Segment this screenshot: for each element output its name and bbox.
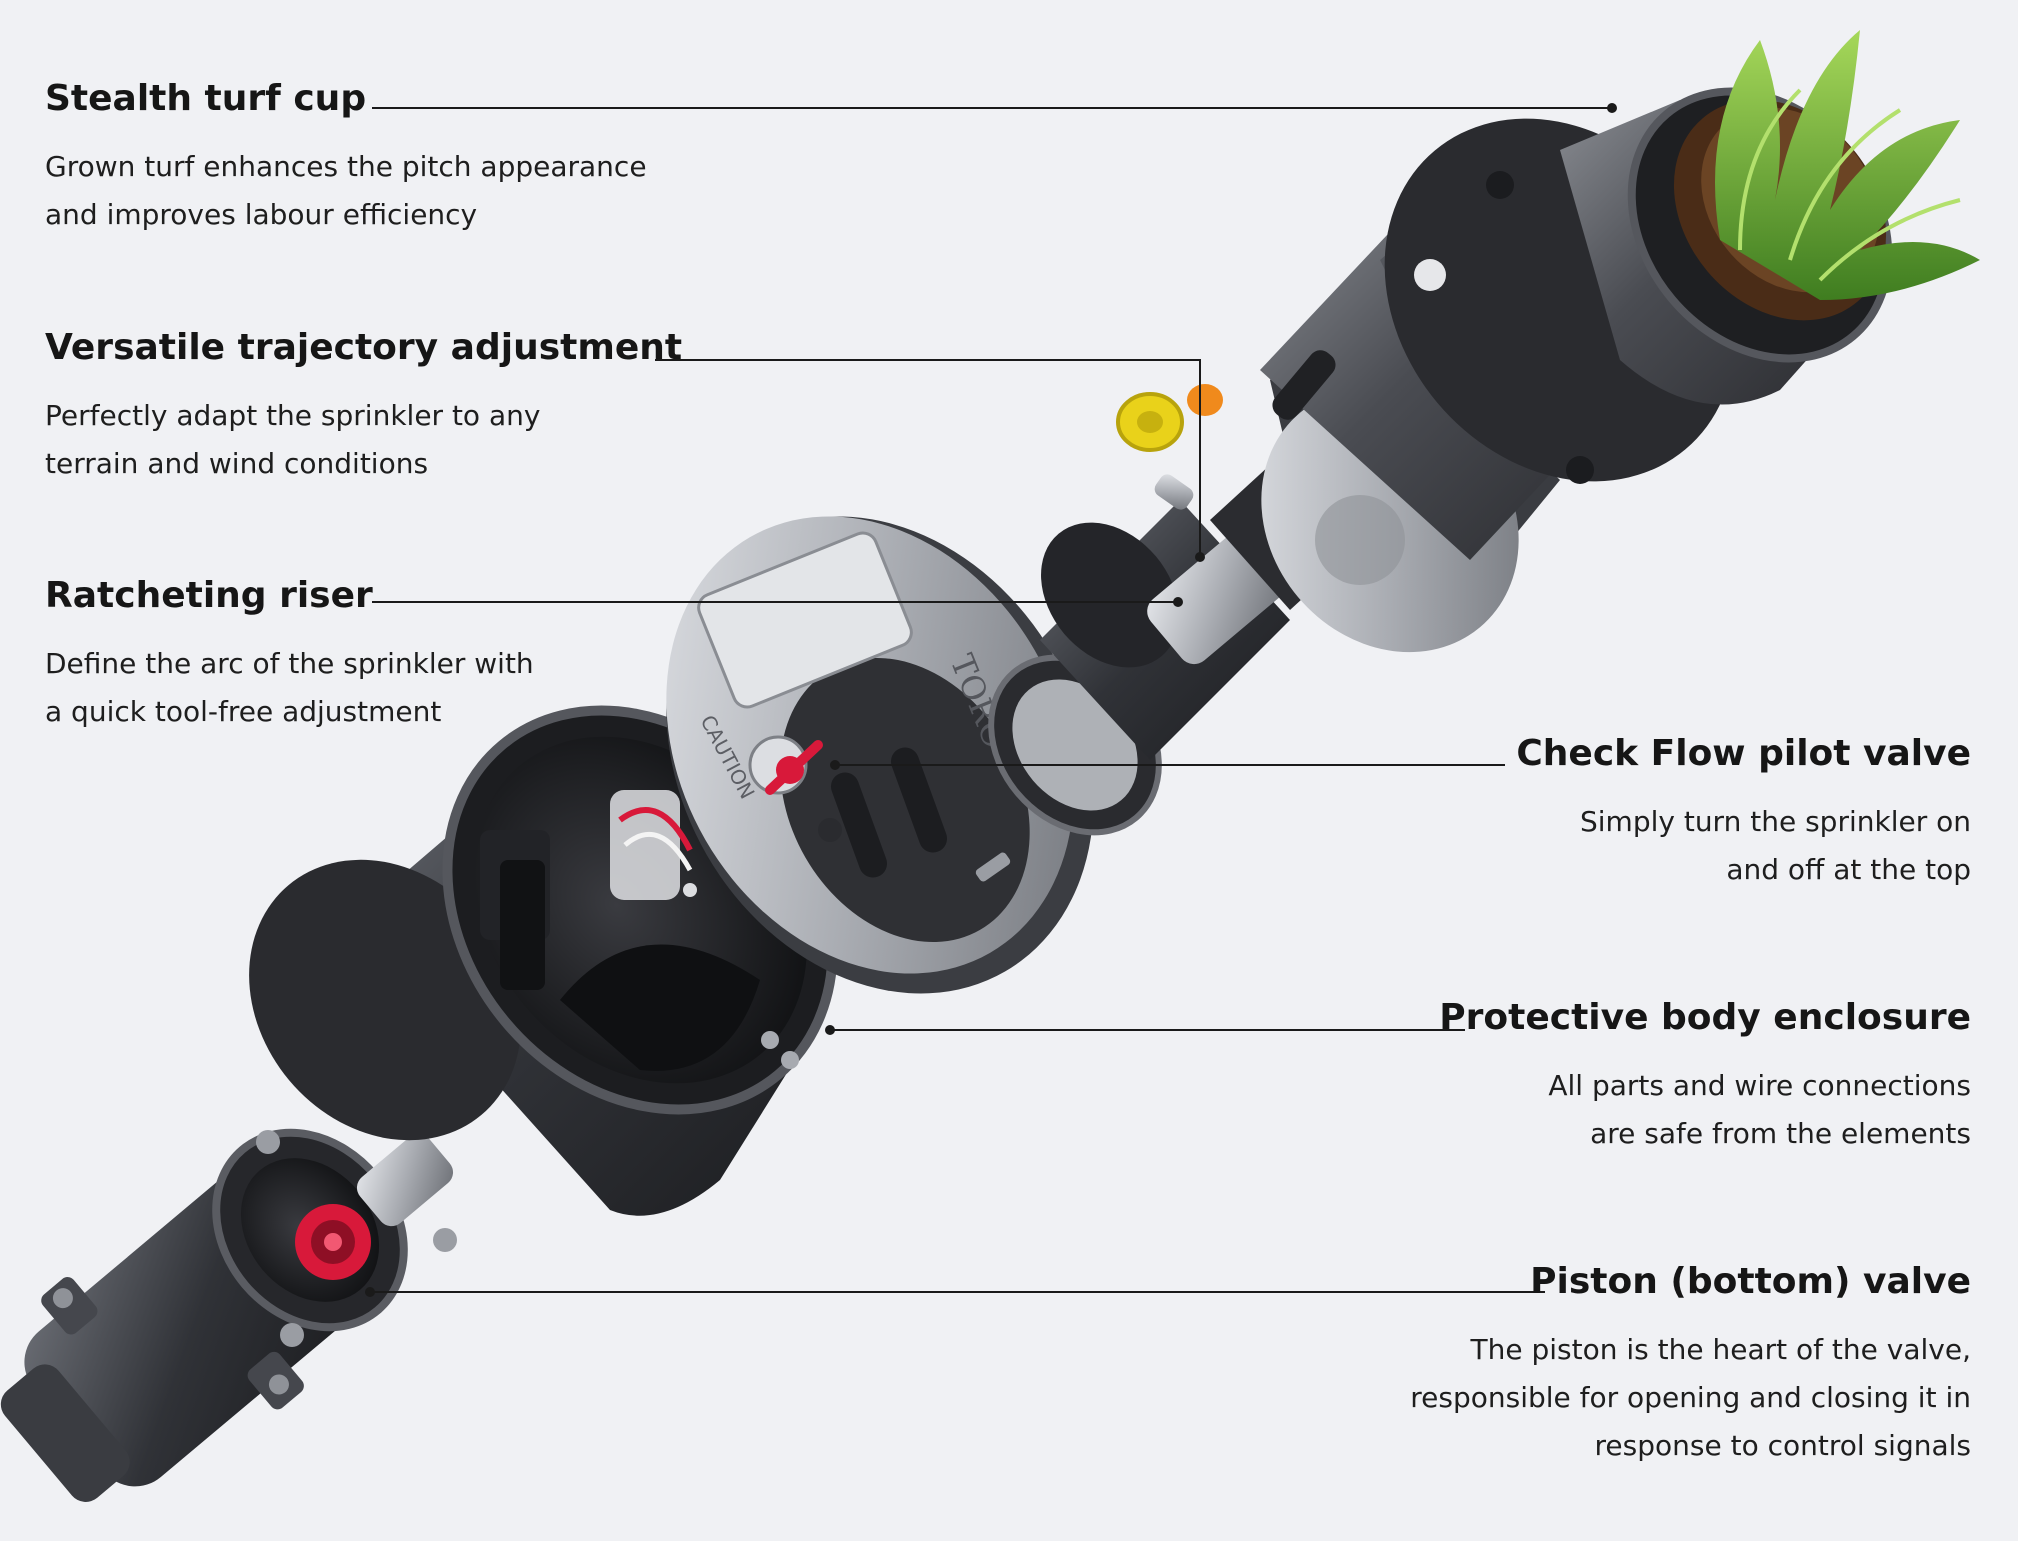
piston-valve-assembly xyxy=(0,1128,457,1502)
callout-trajectory-adjustment: Versatile trajectory adjustment Perfectl… xyxy=(45,326,745,488)
leader-line-stealth-turf-cup xyxy=(372,103,1617,113)
turf-grass xyxy=(1673,30,1980,321)
callout-line: Grown turf enhances the pitch appearance xyxy=(45,150,647,183)
leader-line-check-flow-pilot-valve xyxy=(830,760,1505,770)
callout-line: Define the arc of the sprinkler with xyxy=(45,647,534,680)
callout-line: responsible for opening and closing it i… xyxy=(1410,1381,1971,1414)
callout-line: response to control signals xyxy=(1594,1429,1971,1462)
leader-line-body-enclosure xyxy=(825,1025,1465,1035)
callout-line: All parts and wire connections xyxy=(1548,1069,1971,1102)
callout-line: and improves labour efficiency xyxy=(45,198,478,231)
callout-title: Piston (bottom) valve xyxy=(1530,1261,1971,1302)
piston-red-gear xyxy=(295,1204,371,1280)
callout-line: are safe from the elements xyxy=(1590,1117,1971,1150)
cover-plate: TORO CAUTION xyxy=(666,516,1094,994)
callout-piston-valve: Piston (bottom) valve The piston is the … xyxy=(1271,1260,1971,1470)
leader-line-ratcheting-riser xyxy=(372,597,1183,607)
callout-title: Ratcheting riser xyxy=(45,575,373,616)
leader-line-trajectory-adjustment xyxy=(655,359,1205,562)
callout-title: Protective body enclosure xyxy=(1439,997,1971,1038)
pilot-valve-red-knob xyxy=(765,740,823,795)
wire-harness xyxy=(610,790,693,900)
callout-stealth-turf-cup: Stealth turf cup Grown turf enhances the… xyxy=(45,77,745,239)
callout-line: Perfectly adapt the sprinkler to any xyxy=(45,399,541,432)
callout-line: terrain and wind conditions xyxy=(45,447,429,480)
callout-title: Check Flow pilot valve xyxy=(1516,733,1971,774)
callout-body-enclosure: Protective body enclosure All parts and … xyxy=(1271,996,1971,1158)
leader-line-piston-valve xyxy=(365,1287,1545,1297)
callout-line: The piston is the heart of the valve, xyxy=(1470,1333,1971,1366)
callout-title: Versatile trajectory adjustment xyxy=(45,327,683,368)
nozzle-parts xyxy=(1116,384,1223,510)
leader-lines xyxy=(365,103,1617,1297)
callout-line: and off at the top xyxy=(1726,853,1971,886)
callout-line: Simply turn the sprinkler on xyxy=(1579,805,1971,838)
callout-ratcheting-riser: Ratcheting riser Define the arc of the s… xyxy=(45,574,745,736)
callout-line: a quick tool-free adjustment xyxy=(45,695,442,728)
callout-check-flow-pilot-valve: Check Flow pilot valve Simply turn the s… xyxy=(1271,732,1971,894)
callout-title: Stealth turf cup xyxy=(45,78,367,119)
